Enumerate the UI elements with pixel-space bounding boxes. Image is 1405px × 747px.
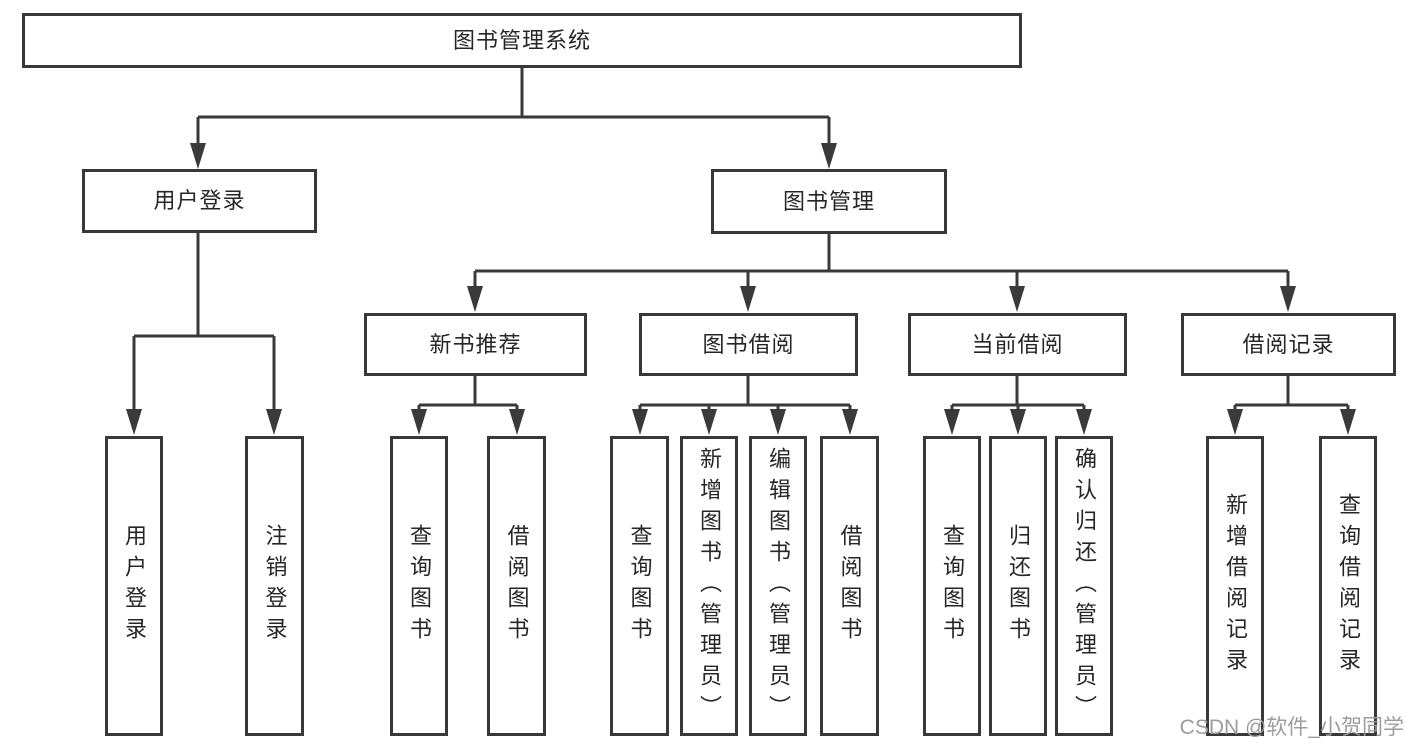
leaf-add-borrow-record: 新增借阅记录 bbox=[1206, 436, 1264, 736]
leaf-label: 借阅图书 bbox=[837, 524, 863, 648]
node-current-borrowing: 当前借阅 bbox=[908, 313, 1127, 376]
node-library-management-system: 图书管理系统 bbox=[22, 13, 1022, 68]
leaf-label: 注销登录 bbox=[262, 524, 288, 648]
leaf-logout: 注销登录 bbox=[245, 436, 304, 736]
leaf-edit-books-admin: 编辑图书（管理员） bbox=[749, 436, 807, 736]
leaf-query-borrow-record: 查询借阅记录 bbox=[1319, 436, 1377, 736]
leaf-borrow-books-recommend: 借阅图书 bbox=[487, 436, 546, 736]
node-new-book-recommend: 新书推荐 bbox=[364, 313, 587, 376]
csdn-watermark: CSDN @软件_小贺同学 bbox=[1179, 716, 1404, 739]
leaf-label: 确认归还（管理员） bbox=[1072, 446, 1097, 726]
node-book-management: 图书管理 bbox=[711, 169, 947, 234]
leaf-query-books-current: 查询图书 bbox=[923, 436, 981, 736]
leaf-borrow-books-borrowing: 借阅图书 bbox=[820, 436, 879, 736]
leaf-user-login: 用户登录 bbox=[105, 436, 163, 736]
leaf-query-books-borrowing: 查询图书 bbox=[610, 436, 669, 736]
leaf-confirm-return-admin: 确认归还（管理员） bbox=[1055, 436, 1113, 736]
leaf-label: 编辑图书（管理员） bbox=[766, 446, 791, 726]
node-label: 图书管理 bbox=[782, 188, 875, 214]
leaf-label: 新增借阅记录 bbox=[1223, 493, 1248, 679]
node-label: 图书管理系统 bbox=[452, 27, 591, 53]
node-label: 图书借阅 bbox=[702, 331, 795, 357]
node-book-borrowing: 图书借阅 bbox=[639, 313, 858, 376]
leaf-label: 借阅图书 bbox=[504, 524, 530, 648]
node-user-login: 用户登录 bbox=[82, 169, 317, 233]
leaf-label: 查询借阅记录 bbox=[1336, 493, 1361, 679]
node-label: 当前借阅 bbox=[971, 331, 1064, 357]
leaf-label: 查询图书 bbox=[940, 524, 965, 648]
node-label: 借阅记录 bbox=[1242, 331, 1335, 357]
leaf-query-books-recommend: 查询图书 bbox=[390, 436, 448, 736]
leaf-label: 归还图书 bbox=[1006, 524, 1031, 648]
leaf-add-books-admin: 新增图书（管理员） bbox=[680, 436, 738, 736]
leaf-label: 新增图书（管理员） bbox=[697, 446, 722, 726]
leaf-label: 查询图书 bbox=[627, 524, 653, 648]
node-label: 新书推荐 bbox=[429, 331, 522, 357]
node-label: 用户登录 bbox=[153, 188, 246, 213]
leaf-label: 查询图书 bbox=[407, 524, 432, 648]
leaf-label: 用户登录 bbox=[122, 524, 147, 648]
leaf-return-books: 归还图书 bbox=[989, 436, 1047, 736]
node-borrow-records: 借阅记录 bbox=[1181, 313, 1396, 376]
